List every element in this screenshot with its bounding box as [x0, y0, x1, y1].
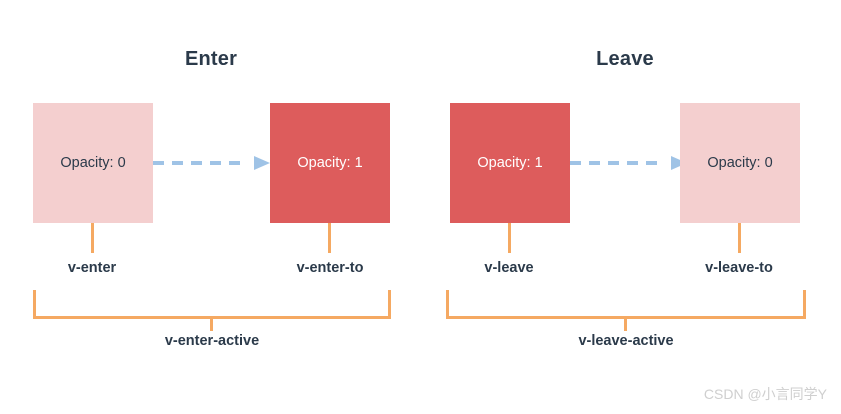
- connector-stub-v-leave-to: [738, 223, 741, 253]
- dashed-arrow-right-icon-enter: [153, 155, 270, 171]
- class-label-v-enter-to: v-enter-to: [296, 260, 364, 276]
- arrow-head: [254, 156, 270, 170]
- dashed-arrow-right-icon-leave: [570, 155, 687, 171]
- state-box-v-enter-to: Opacity: 1: [270, 103, 390, 223]
- bracket-v-leave-active: [446, 290, 806, 319]
- bracket-stub-v-enter-active: [210, 318, 213, 331]
- class-label-v-leave: v-leave: [484, 260, 534, 276]
- state-box-v-enter: Opacity: 0: [33, 103, 153, 223]
- state-box-v-leave: Opacity: 1: [450, 103, 570, 223]
- class-label-v-enter: v-enter: [67, 260, 117, 276]
- class-label-v-leave-to: v-leave-to: [705, 260, 773, 276]
- connector-stub-v-enter-to: [328, 223, 331, 253]
- bracket-stub-v-leave-active: [624, 318, 627, 331]
- state-box-label: Opacity: 1: [477, 155, 543, 171]
- state-box-label: Opacity: 1: [297, 155, 363, 171]
- arrow-shaft: [153, 161, 247, 165]
- bracket-v-enter-active: [33, 290, 391, 319]
- class-label-v-enter-active: v-enter-active: [164, 333, 260, 349]
- state-box-label: Opacity: 0: [707, 155, 773, 171]
- watermark: CSDN @小言同学Y: [703, 386, 827, 402]
- class-label-v-leave-active: v-leave-active: [578, 333, 674, 349]
- state-box-label: Opacity: 0: [60, 155, 126, 171]
- section-title-leave: Leave: [596, 48, 654, 70]
- arrow-shaft: [570, 161, 664, 165]
- connector-stub-v-leave: [508, 223, 511, 253]
- state-box-v-leave-to: Opacity: 0: [680, 103, 800, 223]
- connector-stub-v-enter: [91, 223, 94, 253]
- section-title-enter: Enter: [184, 48, 238, 70]
